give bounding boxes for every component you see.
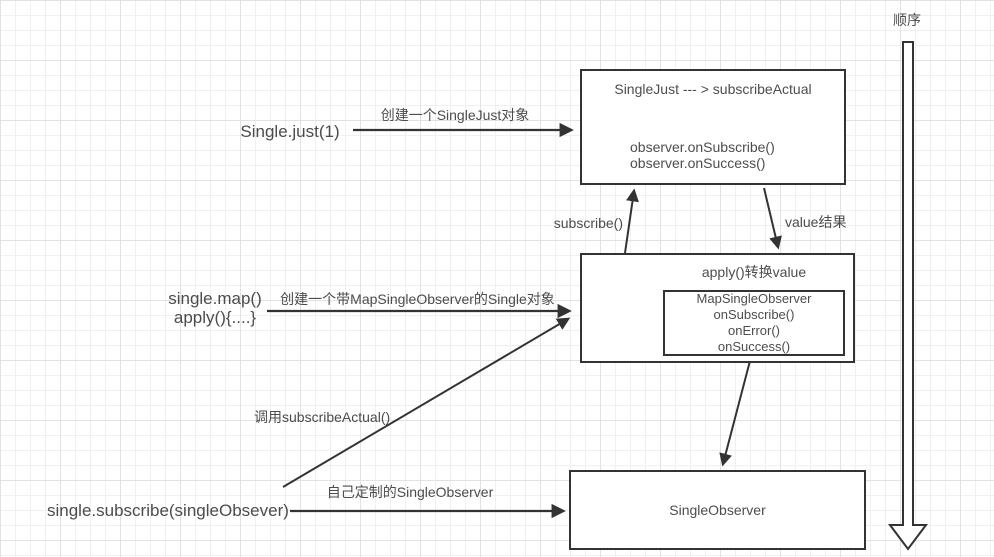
- subscribe-label: subscribe(): [553, 215, 623, 231]
- mapsingleobserver-title: MapSingleObserver: [696, 291, 812, 306]
- custom-singleobserver-label: 自己定制的SingleObserver: [326, 484, 494, 500]
- create-singlejust-label: 创建一个SingleJust对象: [380, 107, 530, 123]
- mapsingleobserver-onsubscribe: onSubscribe(): [713, 307, 795, 322]
- call-subscribe-actual-arrow: [282, 317, 571, 488]
- single-map-line2: apply(){....}: [173, 308, 257, 327]
- subscribe-arrow: [624, 188, 639, 254]
- mapsingleobserver-onerror: onError(): [727, 323, 780, 338]
- observer-onsuccess-text: observer.onSuccess(): [630, 155, 766, 171]
- single-just-label: Single.just(1): [240, 122, 340, 141]
- node-singlejust-body: observer.onSubscribe() observer.onSucces…: [630, 139, 775, 171]
- single-subscribe-label: single.subscribe(singleObsever): [47, 501, 289, 520]
- value-result-label: value结果: [785, 214, 847, 230]
- node-map: apply()转换value MapSingleObserver onSubsc…: [580, 253, 855, 363]
- single-map-label: single.map() apply(){....}: [150, 289, 280, 327]
- inner-to-observer-arrow: [719, 356, 752, 467]
- create-mapsingle-label: 创建一个带MapSingleObserver的Single对象: [280, 291, 555, 307]
- call-subscribe-actual-label: 调用subscribeActual(): [254, 409, 391, 425]
- node-singleobserver-title: SingleObserver: [669, 502, 766, 518]
- node-mapsingleobserver: MapSingleObserver onSubscribe() onError(…: [663, 290, 845, 356]
- mapsingleobserver-onsuccess: onSuccess(): [717, 339, 791, 354]
- observer-onsubscribe-text: observer.onSubscribe(): [630, 139, 775, 155]
- node-map-title: apply()转换value: [701, 264, 807, 280]
- node-singlejust-title: SingleJust --- > subscribeActual: [614, 81, 812, 97]
- value-result-arrow: [763, 187, 782, 250]
- node-singlejust: SingleJust --- > subscribeActual observe…: [580, 69, 846, 185]
- single-map-line1: single.map(): [168, 289, 262, 308]
- node-singleobserver: SingleObserver: [569, 470, 866, 550]
- order-label: 顺序: [893, 12, 921, 28]
- order-sequence-arrow: [888, 41, 928, 551]
